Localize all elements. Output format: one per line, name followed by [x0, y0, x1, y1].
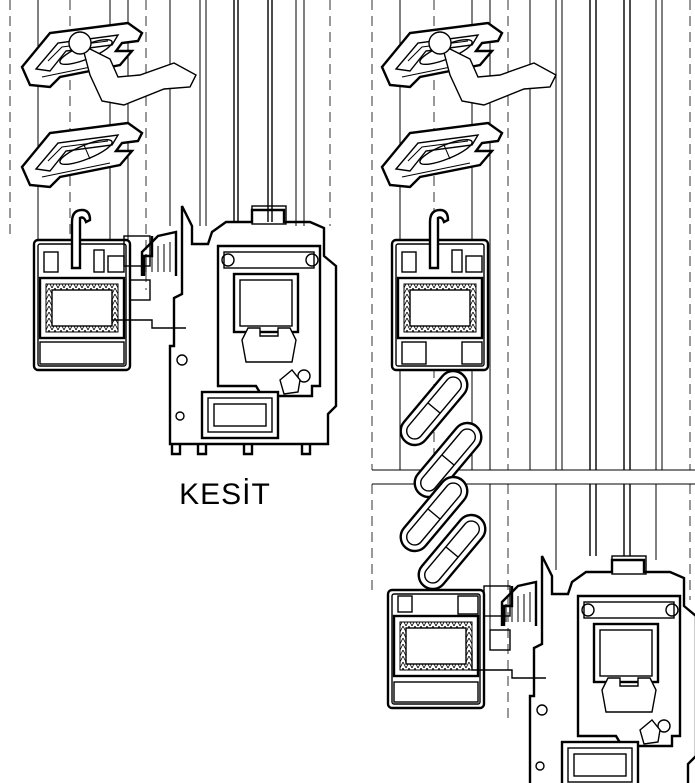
section-title: KESİT: [179, 478, 271, 511]
right-guide-lines-lower: [371, 484, 691, 720]
open-louvre-slats: [393, 364, 493, 596]
right-shutter-box-upper: [390, 208, 490, 372]
right-window-frame: [470, 554, 695, 783]
left-shutter-box: [32, 208, 132, 372]
left-slat: [20, 121, 144, 189]
left-guide-lines: [9, 0, 331, 290]
right-shutter-box-lower: [386, 588, 486, 710]
